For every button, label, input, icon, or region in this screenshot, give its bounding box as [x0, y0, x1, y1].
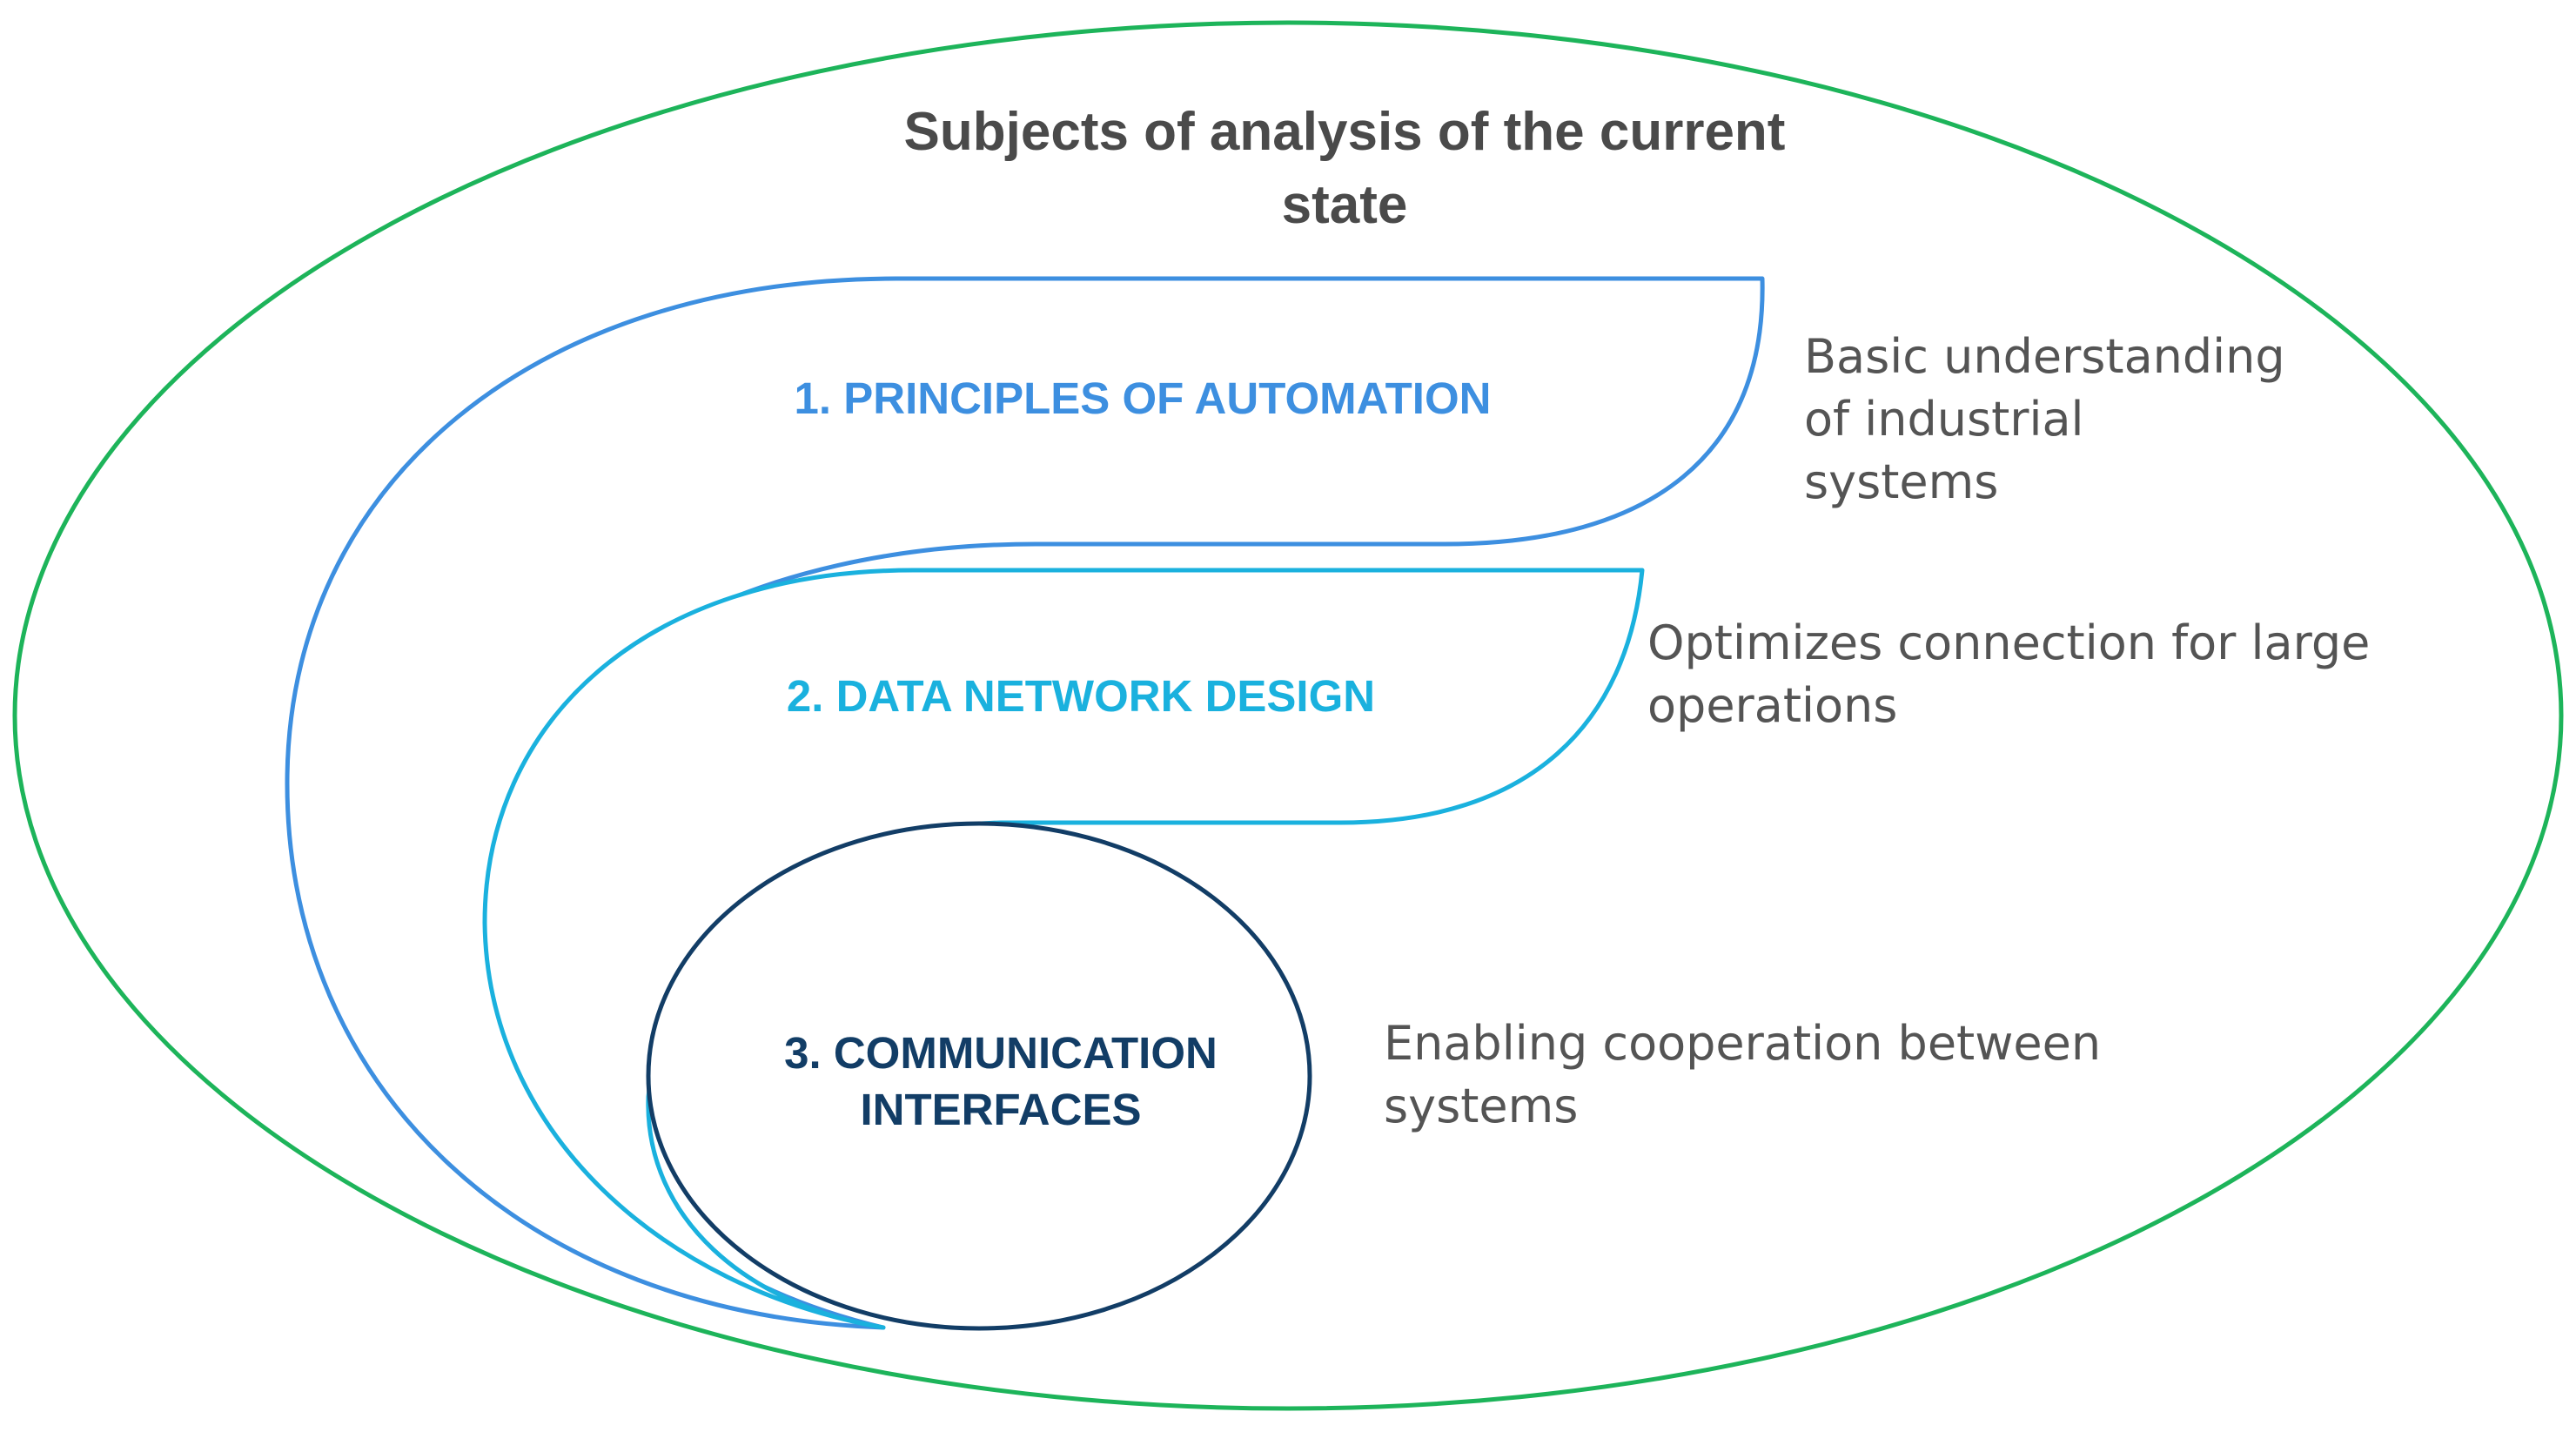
layer-2-label: 2. DATA NETWORK DESIGN: [787, 671, 1375, 721]
layer-3-description-line1: Enabling cooperation between: [1384, 1016, 2101, 1071]
layer-1-description-line2: of industrial: [1804, 392, 2084, 447]
layer-3-description-line2: systems: [1384, 1079, 1578, 1133]
layer-2-description-line1: Optimizes connection for large: [1647, 615, 2370, 670]
layer-1-description-line3: systems: [1804, 454, 1998, 509]
layer-3-ellipse: [646, 821, 1312, 1331]
layer-1-description-line1: Basic understanding: [1804, 329, 2285, 384]
layer-2-description-line2: operations: [1647, 678, 1897, 733]
layer-1-label: 1. PRINCIPLES OF AUTOMATION: [795, 373, 1492, 423]
layer-3-label-line1: 3. COMMUNICATION: [784, 1028, 1218, 1078]
diagram-title-line2: state: [1282, 175, 1408, 235]
layer-3-label-line2: INTERFACES: [860, 1085, 1141, 1134]
diagram-title-line1: Subjects of analysis of the current: [904, 102, 1786, 162]
outer-ellipse: [12, 20, 2564, 1411]
